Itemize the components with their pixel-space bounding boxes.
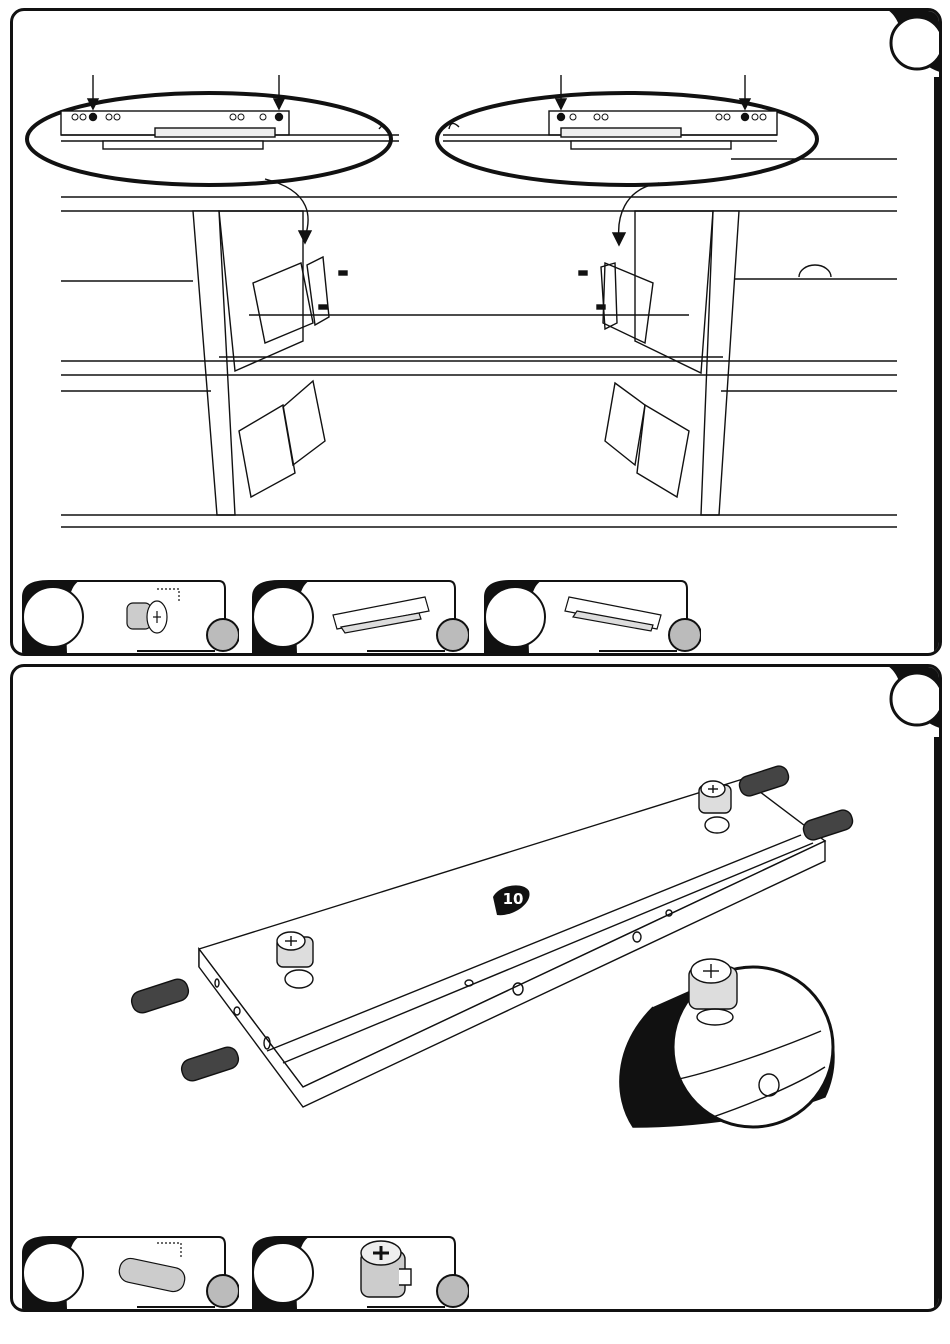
dowel-icon <box>117 1243 187 1294</box>
euro-screw-icon <box>127 589 179 633</box>
parts-list <box>19 577 719 653</box>
part-cam-lock <box>249 1233 469 1309</box>
drawer-runner-icon <box>333 597 429 633</box>
part-euro-screw <box>19 577 239 653</box>
part-wooden-dowel <box>19 1233 239 1309</box>
panel-fittings-illustration <box>13 667 942 1312</box>
drawer-runner-icon <box>565 597 661 631</box>
step-panel-drawer-runners <box>10 8 942 656</box>
parts-list <box>19 1233 489 1309</box>
part-drawer-runner-right <box>481 577 701 653</box>
panel-number-text: 10 <box>501 891 525 907</box>
drawer-runner-illustration <box>13 11 942 656</box>
step-panel-fittings: 10 <box>10 664 942 1312</box>
cam-lock-icon <box>361 1241 411 1297</box>
part-drawer-runner-left <box>249 577 469 653</box>
